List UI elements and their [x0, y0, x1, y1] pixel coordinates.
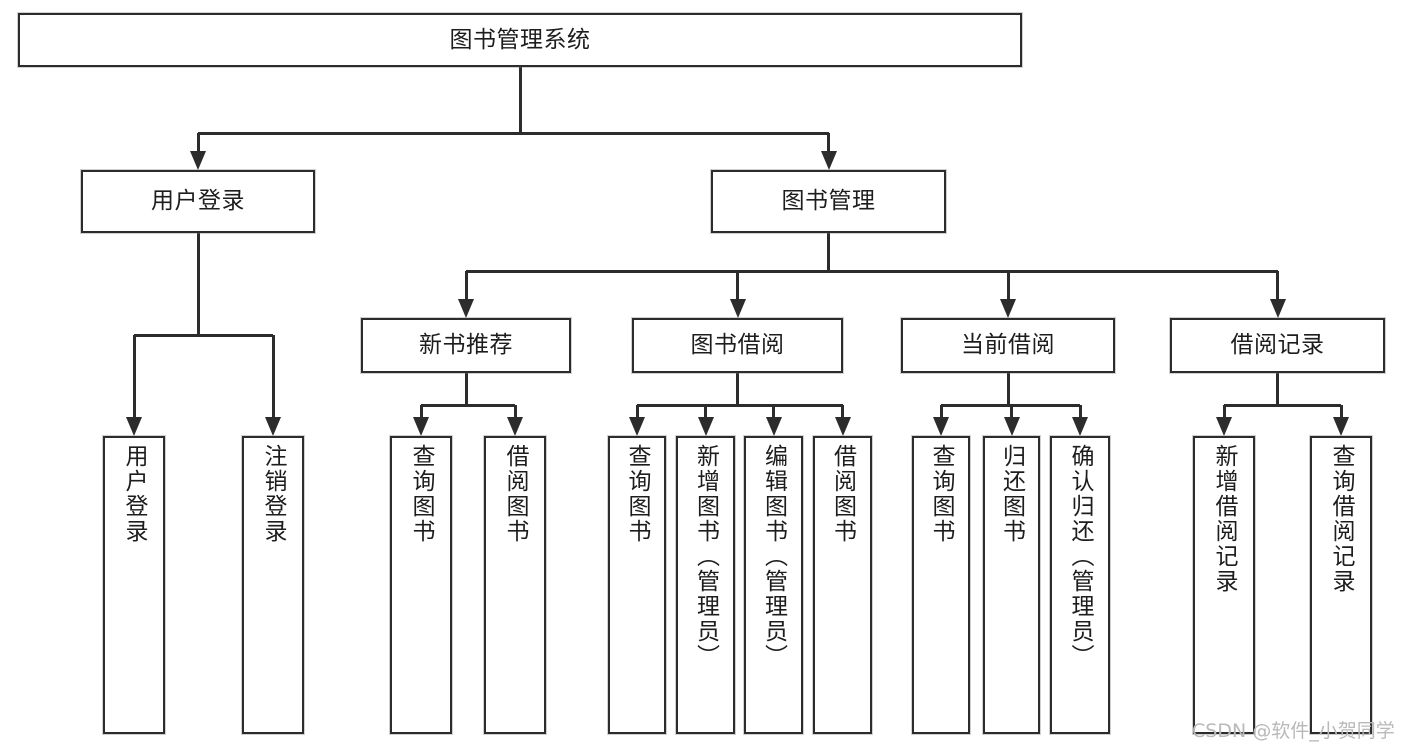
arrow-head-icon: [413, 417, 429, 436]
node-leaf-9-label: 归还图书: [998, 444, 1025, 544]
connector-vertical: [635, 405, 639, 417]
node-leaf-4[interactable]: 查询图书: [608, 436, 666, 734]
connector-vertical: [841, 405, 844, 417]
connector-vertical: [513, 405, 517, 417]
arrow-head-icon: [458, 299, 474, 318]
node-level3-1[interactable]: 图书借阅: [632, 318, 843, 373]
connector-group-stem: [464, 373, 468, 405]
node-leaf-6[interactable]: 编辑图书（管理员）: [744, 436, 803, 734]
arrow-head-icon: [1003, 417, 1020, 436]
connector-group-stem: [736, 373, 739, 405]
connector-vertical: [196, 133, 200, 151]
node-level2-0-label: 用户登录: [151, 188, 245, 215]
connector-group-stem: [196, 233, 200, 335]
connector-group-stem: [1276, 373, 1279, 405]
connector-bus-leaves: [1224, 403, 1341, 407]
arrow-head-icon: [1269, 299, 1286, 318]
node-leaf-3-label: 借阅图书: [502, 444, 529, 544]
connector-vertical: [939, 405, 943, 417]
node-root-label: 图书管理系统: [449, 26, 591, 53]
node-leaf-6-label: 编辑图书（管理员）: [760, 444, 787, 669]
connector-group-stem: [1006, 373, 1010, 405]
node-leaf-0[interactable]: 用户登录: [103, 436, 165, 734]
connector-vertical: [1222, 405, 1226, 417]
arrow-head-icon: [820, 151, 837, 170]
node-level3-3-label: 借阅记录: [1230, 332, 1325, 359]
arrow-head-icon: [1000, 299, 1016, 318]
node-level3-2-label: 当前借阅: [961, 332, 1055, 359]
arrow-head-icon: [126, 417, 142, 436]
node-level2-1-label: 图书管理: [781, 188, 876, 215]
connector-vertical: [271, 335, 275, 417]
arrow-head-icon: [1216, 417, 1232, 436]
node-leaf-11[interactable]: 新增借阅记录: [1193, 436, 1255, 734]
node-level3-2[interactable]: 当前借阅: [901, 318, 1115, 373]
node-leaf-10-label: 确认归还（管理员）: [1067, 444, 1094, 669]
node-leaf-12-label: 查询借阅记录: [1328, 444, 1355, 594]
arrow-head-icon: [765, 417, 782, 436]
node-level3-3[interactable]: 借阅记录: [1170, 318, 1385, 373]
node-leaf-8[interactable]: 查询图书: [912, 436, 970, 734]
connector-vertical: [1010, 405, 1013, 417]
node-level2-1[interactable]: 图书管理: [711, 170, 946, 233]
node-level3-0-label: 新书推荐: [419, 332, 513, 359]
connector-vertical: [827, 133, 830, 151]
arrow-head-icon: [933, 417, 949, 436]
node-leaf-2-label: 查询图书: [408, 444, 435, 544]
connector-vertical: [1078, 405, 1082, 417]
node-leaf-5[interactable]: 新增图书（管理员）: [676, 436, 735, 734]
arrow-head-icon: [629, 417, 645, 436]
connector-bus-leaves: [637, 403, 843, 407]
arrow-head-icon: [507, 417, 523, 436]
connector-vertical: [419, 405, 423, 417]
arrow-head-icon: [697, 417, 714, 436]
connector-root-stem: [518, 67, 522, 133]
connector-vertical: [1339, 405, 1343, 417]
arrow-head-icon: [265, 417, 281, 436]
connector-bus-level3: [466, 269, 1278, 273]
node-level3-0[interactable]: 新书推荐: [361, 318, 571, 373]
connector-bus-root: [198, 131, 829, 135]
arrow-head-icon: [834, 417, 851, 436]
connector-vertical: [1006, 271, 1010, 299]
node-leaf-1-label: 注销登录: [260, 444, 287, 544]
connector-vertical: [1276, 271, 1279, 299]
connector-bus-leaves: [134, 333, 273, 337]
connector-book-mgmt-stem: [827, 233, 830, 271]
arrow-head-icon: [1333, 417, 1349, 436]
node-leaf-11-label: 新增借阅记录: [1211, 444, 1238, 594]
node-leaf-4-label: 查询图书: [624, 444, 651, 544]
node-leaf-5-label: 新增图书（管理员）: [692, 444, 719, 669]
arrow-head-icon: [729, 299, 746, 318]
arrow-head-icon: [190, 151, 206, 170]
node-root[interactable]: 图书管理系统: [18, 13, 1022, 67]
node-level3-1-label: 图书借阅: [690, 332, 785, 359]
node-leaf-3[interactable]: 借阅图书: [484, 436, 546, 734]
connector-vertical: [772, 405, 775, 417]
node-level2-0[interactable]: 用户登录: [81, 170, 315, 233]
node-leaf-2[interactable]: 查询图书: [390, 436, 452, 734]
connector-vertical: [464, 271, 468, 299]
node-leaf-10[interactable]: 确认归还（管理员）: [1050, 436, 1110, 734]
node-leaf-0-label: 用户登录: [121, 444, 148, 544]
node-leaf-12[interactable]: 查询借阅记录: [1310, 436, 1372, 734]
arrow-head-icon: [1072, 417, 1088, 436]
node-leaf-7-label: 借阅图书: [829, 444, 856, 544]
connector-bus-leaves: [421, 403, 515, 407]
connector-vertical: [132, 335, 136, 417]
node-leaf-7[interactable]: 借阅图书: [813, 436, 872, 734]
connector-vertical: [736, 271, 739, 299]
node-leaf-9[interactable]: 归还图书: [983, 436, 1040, 734]
node-leaf-1[interactable]: 注销登录: [242, 436, 304, 734]
node-leaf-8-label: 查询图书: [928, 444, 955, 544]
connector-vertical: [704, 405, 707, 417]
